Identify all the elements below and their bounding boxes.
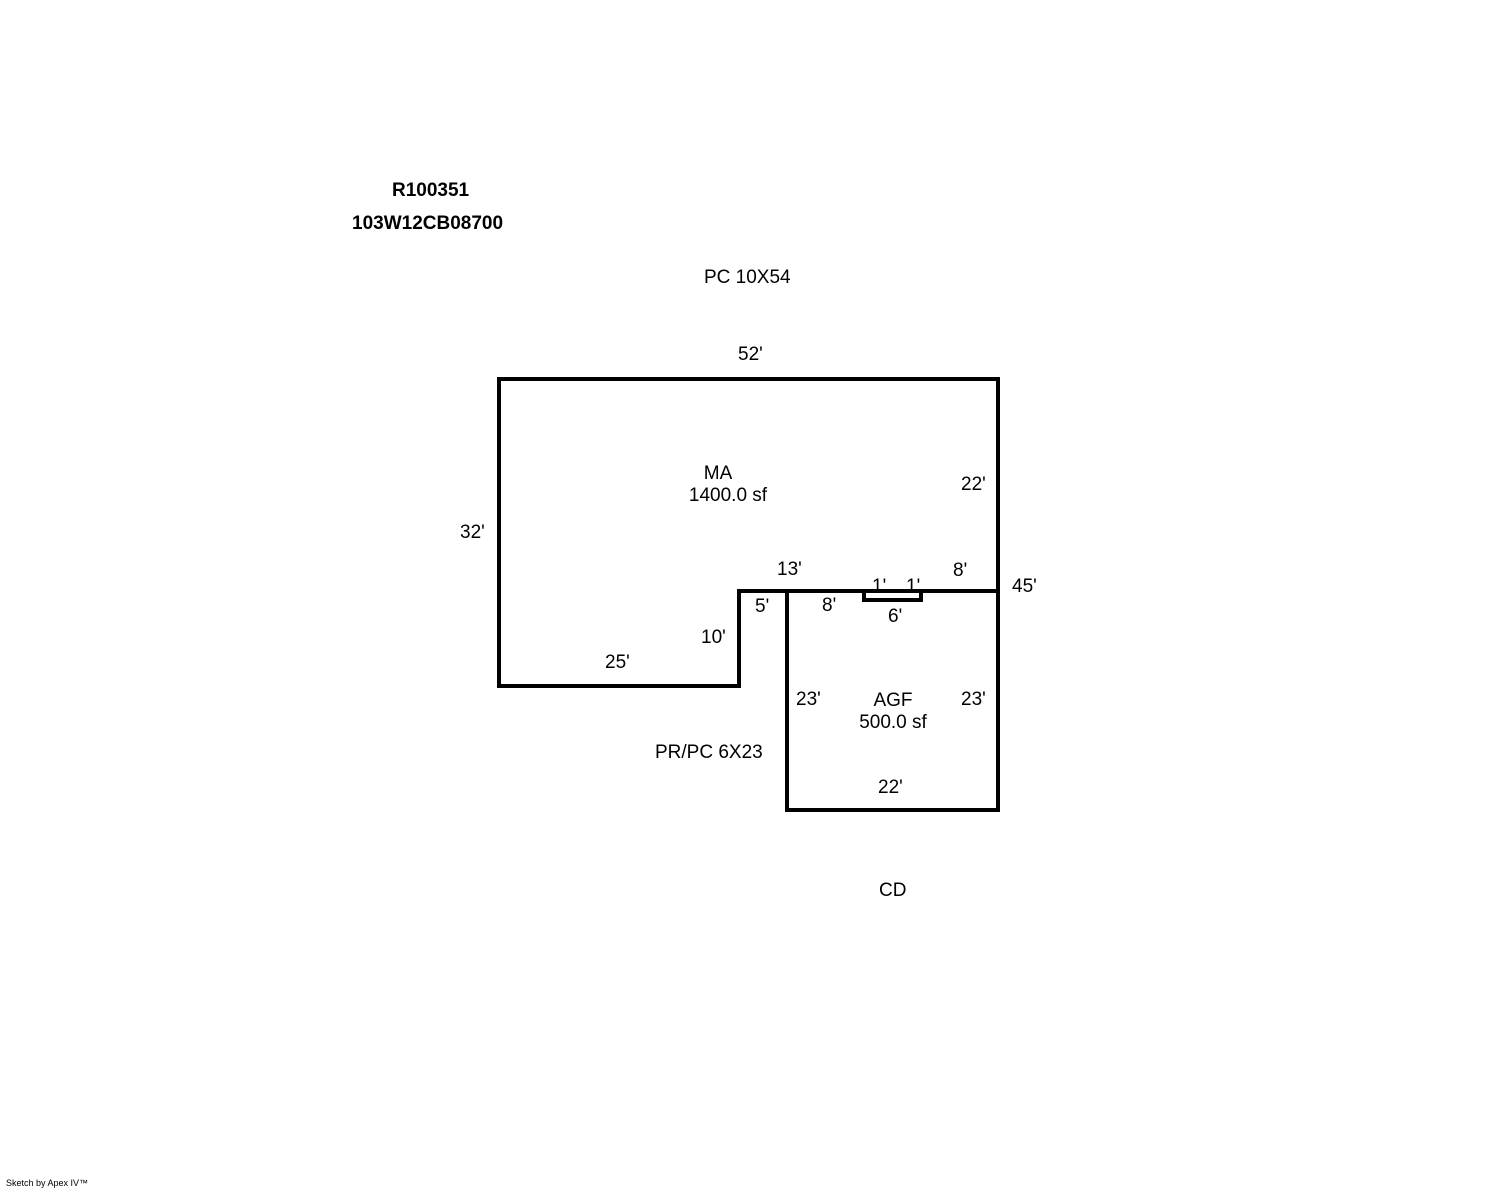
dimension-notch-right: 1' bbox=[906, 576, 921, 597]
main-area-outline bbox=[497, 377, 1000, 688]
bottom-note: CD bbox=[879, 880, 907, 901]
top-note: PC 10X54 bbox=[704, 267, 791, 288]
dimension-left: 32' bbox=[460, 522, 485, 543]
dimension-bottom-left: 25' bbox=[605, 652, 630, 673]
map-taxlot-number: 103W12CB08700 bbox=[352, 213, 504, 234]
dimension-right-upper: 22' bbox=[961, 474, 986, 495]
garage-area-code: AGF bbox=[873, 690, 913, 711]
dimension-step-down: 10' bbox=[701, 627, 726, 648]
dimension-garage-top-left: 8' bbox=[822, 595, 837, 616]
sketch-credit: Sketch by Apex IV™ bbox=[6, 1178, 89, 1188]
dimension-garage-left: 23' bbox=[796, 689, 821, 710]
dimension-porch-gap: 5' bbox=[755, 596, 770, 617]
dimension-garage-bottom: 22' bbox=[878, 777, 903, 798]
dimension-right-total: 45' bbox=[1012, 576, 1037, 597]
dimension-garage-right: 23' bbox=[961, 689, 986, 710]
dimension-notch-left: 1' bbox=[872, 576, 887, 597]
garage-area-size: 500.0 sf bbox=[859, 712, 927, 733]
main-area-size: 1400.0 sf bbox=[688, 485, 768, 506]
main-area-code: MA bbox=[703, 463, 733, 484]
dimension-notch-bottom: 6' bbox=[888, 606, 903, 627]
main-area-label: MA 1400.0 sf bbox=[668, 463, 788, 507]
dimension-top: 52' bbox=[738, 344, 763, 365]
garage-area-label: AGF 500.0 sf bbox=[833, 690, 953, 734]
dimension-ledge: 13' bbox=[777, 559, 802, 580]
garage-outline bbox=[785, 589, 1000, 812]
account-number: R100351 bbox=[392, 180, 470, 201]
dimension-garage-top-right: 8' bbox=[953, 560, 968, 581]
side-note: PR/PC 6X23 bbox=[655, 742, 763, 763]
